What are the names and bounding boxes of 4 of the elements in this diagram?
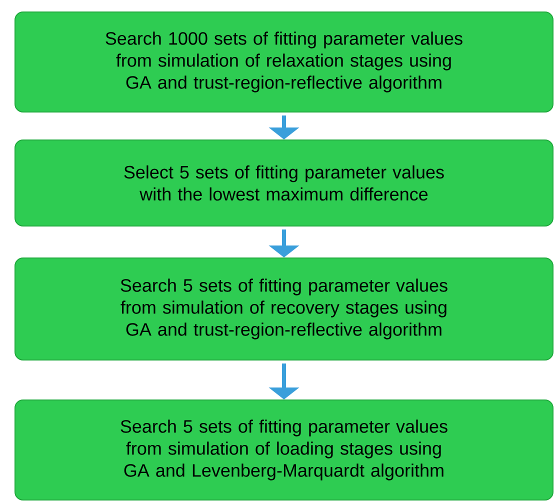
process-box: Search 5 sets of fitting parameter values from simulation of recovery stages using GA and trust-region-reflective algorithm <box>14 258 554 360</box>
process-box: Search 1000 sets of fitting parameter values from simulation of relaxation stages using GA and trust-region-reflective algorithm <box>14 12 554 112</box>
process-box: Select 5 sets of fitting parameter values with the lowest maximum difference <box>14 140 554 226</box>
process-box: Search 5 sets of fitting parameter values from simulation of loading stages using GA and Levenberg-Marquardt algorithm <box>14 400 554 500</box>
